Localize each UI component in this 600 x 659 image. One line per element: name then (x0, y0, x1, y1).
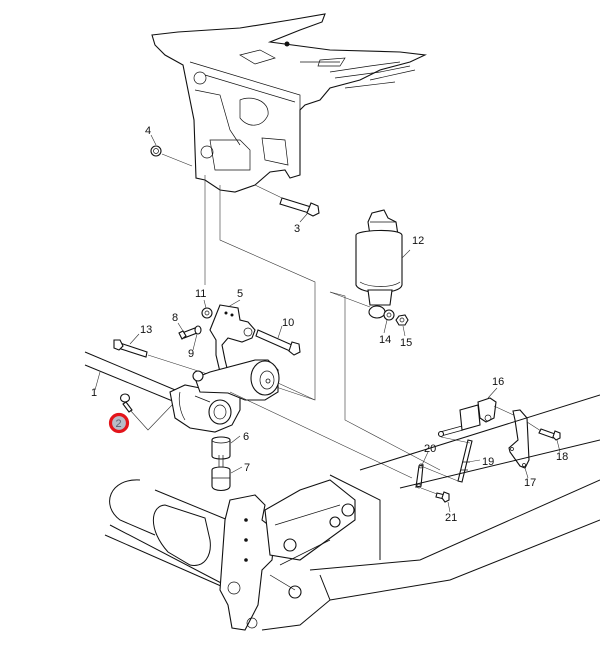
part-20-link-bracket (415, 463, 424, 489)
callout-15[interactable]: 15 (400, 337, 412, 349)
part-14-washer (383, 309, 395, 321)
callout-6[interactable]: 6 (243, 431, 249, 443)
callout-11[interactable]: 11 (195, 288, 206, 300)
body-structure (151, 13, 427, 193)
callout-8[interactable]: 8 (172, 312, 178, 324)
part-6-bushing (211, 436, 231, 460)
part-10-bolt (255, 329, 301, 356)
callout-14[interactable]: 14 (379, 334, 391, 346)
callout-labels: 1 3 4 5 6 7 8 9 10 11 12 13 14 15 16 17 … (91, 125, 568, 524)
callout-13[interactable]: 13 (140, 324, 152, 336)
callout-21[interactable]: 21 (445, 512, 457, 524)
highlight-ring (108, 412, 130, 434)
callout-10[interactable]: 10 (282, 317, 294, 329)
part-3-bolt (279, 197, 320, 217)
part-21-bolt (435, 491, 450, 503)
part-5-bracket (209, 304, 256, 373)
part-19-sensor-link (457, 439, 473, 483)
highlighted-callout-2[interactable]: 2 (108, 412, 130, 434)
callout-16[interactable]: 16 (492, 376, 504, 388)
callout-17[interactable]: 17 (524, 477, 536, 489)
part-1-axle (84, 351, 181, 403)
part-4-nut (150, 145, 162, 157)
callout-4[interactable]: 4 (145, 125, 151, 137)
callout-7[interactable]: 7 (244, 462, 250, 474)
callout-20[interactable]: 20 (424, 443, 436, 455)
callout-18[interactable]: 18 (556, 451, 568, 463)
callout-19[interactable]: 19 (482, 456, 494, 468)
part-7-bumper (211, 455, 231, 492)
part-11-nut (201, 307, 213, 319)
part-17-sensor-bracket (508, 409, 530, 469)
callout-9[interactable]: 9 (188, 348, 194, 360)
part-8-bolt (178, 327, 198, 340)
part-13-bolt (113, 339, 148, 358)
callout-3[interactable]: 3 (294, 223, 300, 235)
callout-12[interactable]: 12 (412, 235, 424, 247)
part-16-height-sensor (437, 397, 497, 438)
callout-1[interactable]: 1 (91, 387, 97, 399)
callout-2[interactable]: 2 (116, 418, 122, 430)
rear-axle-housing (169, 359, 280, 433)
part-9-washer (194, 325, 202, 335)
callout-5[interactable]: 5 (237, 288, 243, 300)
part-15-nut (395, 314, 409, 326)
vehicle-frame (104, 394, 600, 631)
part-2-bolt (119, 393, 133, 413)
part-12-air-spring (355, 209, 403, 319)
part-18-bolt (538, 428, 561, 441)
